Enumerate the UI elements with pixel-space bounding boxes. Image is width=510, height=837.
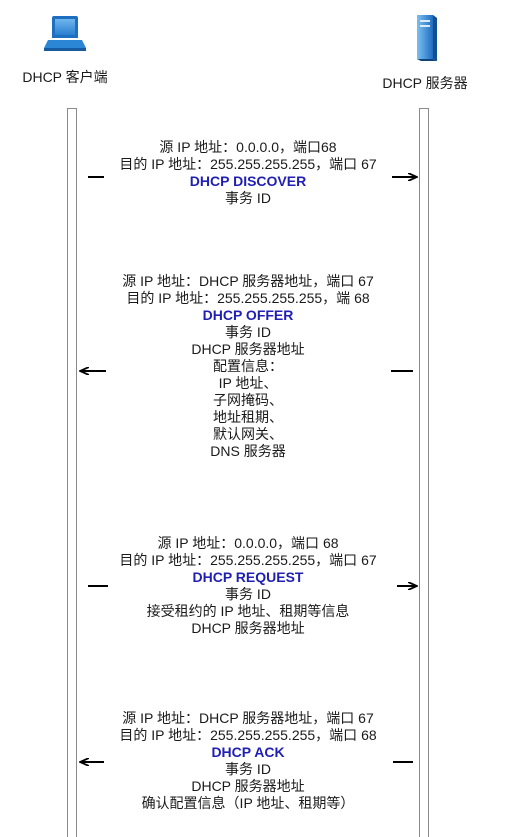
laptop-icon bbox=[44, 16, 86, 51]
message-line: DHCP 服务器地址 bbox=[191, 620, 305, 636]
message-ack: 源 IP 地址：DHCP 服务器地址，端口 67 目的 IP 地址：255.25… bbox=[80, 710, 416, 812]
message-line: 默认网关、 bbox=[213, 426, 283, 442]
message-line: 目的 IP 地址：255.255.255.255，端口 68 bbox=[119, 727, 377, 743]
dhcp-client-node: DHCP 客户端 bbox=[10, 12, 120, 87]
message-line: 事务 ID bbox=[225, 190, 271, 206]
server-lifeline bbox=[419, 108, 429, 837]
message-line: 事务 ID bbox=[225, 324, 271, 340]
client-label: DHCP 客户端 bbox=[22, 69, 108, 85]
message-line: 地址租期、 bbox=[213, 409, 283, 425]
server-tower-icon bbox=[417, 15, 437, 61]
message-discover: 源 IP 地址：0.0.0.0，端口68 目的 IP 地址：255.255.25… bbox=[80, 139, 416, 207]
message-line: IP 地址、 bbox=[218, 375, 278, 391]
message-line: 源 IP 地址：0.0.0.0，端口 68 bbox=[157, 535, 339, 551]
message-line: DHCP 服务器地址 bbox=[191, 778, 305, 794]
message-line: 目的 IP 地址：255.255.255.255，端 68 bbox=[126, 290, 370, 306]
message-line: 目的 IP 地址：255.255.255.255，端口 67 bbox=[119, 156, 377, 172]
message-request: 源 IP 地址：0.0.0.0，端口 68 目的 IP 地址：255.255.2… bbox=[80, 535, 416, 637]
message-line: 子网掩码、 bbox=[213, 392, 283, 408]
message-line: 目的 IP 地址：255.255.255.255，端口 67 bbox=[119, 552, 377, 568]
message-line: 源 IP 地址：DHCP 服务器地址，端口 67 bbox=[122, 273, 374, 289]
message-line: 确认配置信息（IP 地址、租期等） bbox=[141, 795, 355, 811]
message-line: 接受租约的 IP 地址、租期等信息 bbox=[146, 603, 350, 619]
message-line: DHCP 服务器地址 bbox=[191, 341, 305, 357]
message-title: DHCP REQUEST bbox=[192, 569, 304, 585]
message-offer: 源 IP 地址：DHCP 服务器地址，端口 67 目的 IP 地址：255.25… bbox=[80, 273, 416, 460]
message-line: 事务 ID bbox=[225, 761, 271, 777]
message-line: DNS 服务器 bbox=[210, 443, 286, 459]
message-line: 源 IP 地址：DHCP 服务器地址，端口 67 bbox=[122, 710, 374, 726]
message-line: 事务 ID bbox=[225, 586, 271, 602]
message-title: DHCP DISCOVER bbox=[189, 173, 307, 189]
dhcp-server-node: DHCP 服务器 bbox=[370, 12, 480, 93]
message-line: 配置信息： bbox=[213, 358, 283, 374]
message-title: DHCP ACK bbox=[211, 744, 285, 760]
server-label: DHCP 服务器 bbox=[382, 75, 468, 91]
client-lifeline bbox=[67, 108, 77, 837]
message-title: DHCP OFFER bbox=[202, 307, 294, 323]
message-line: 源 IP 地址：0.0.0.0，端口68 bbox=[159, 139, 337, 155]
